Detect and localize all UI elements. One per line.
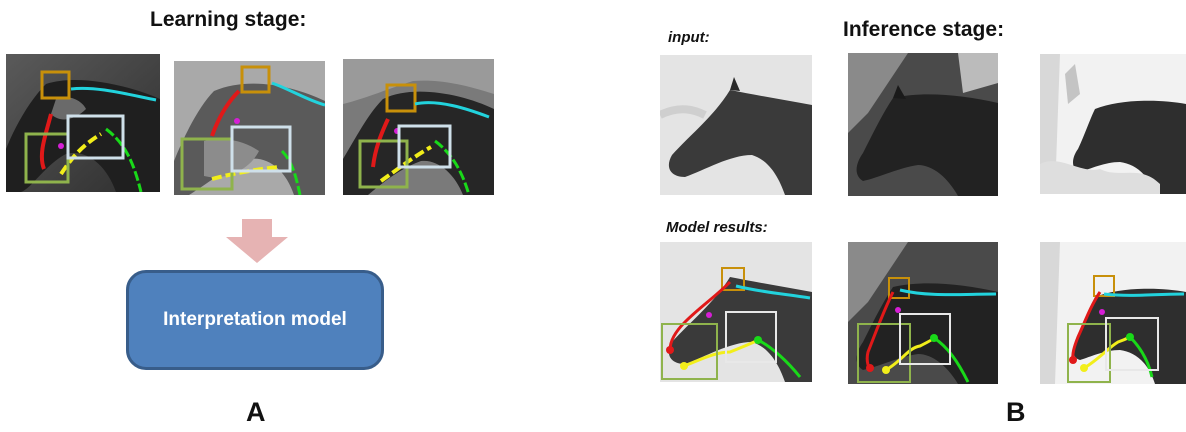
input-image-3 [1040,54,1186,194]
result-image-2 [848,242,998,384]
input-label: input: [668,29,710,46]
training-image-2 [174,61,325,195]
interpretation-model-box: Interpretation model [126,270,384,370]
result-image-3 [1040,242,1186,384]
down-arrow-icon [226,219,288,263]
panel-letter-b: B [1006,397,1026,427]
input-image-1 [660,55,812,195]
result-image-1 [660,242,812,382]
inference-stage-heading: Inference stage: [843,18,1005,41]
panel-letter-a: A [246,397,266,427]
input-image-2 [848,53,998,196]
model-results-label: Model results: [666,219,768,236]
training-image-3 [343,59,494,195]
training-image-1 [6,54,160,192]
interpretation-model-label: Interpretation model [163,309,347,331]
learning-stage-heading: Learning stage: [150,8,307,31]
